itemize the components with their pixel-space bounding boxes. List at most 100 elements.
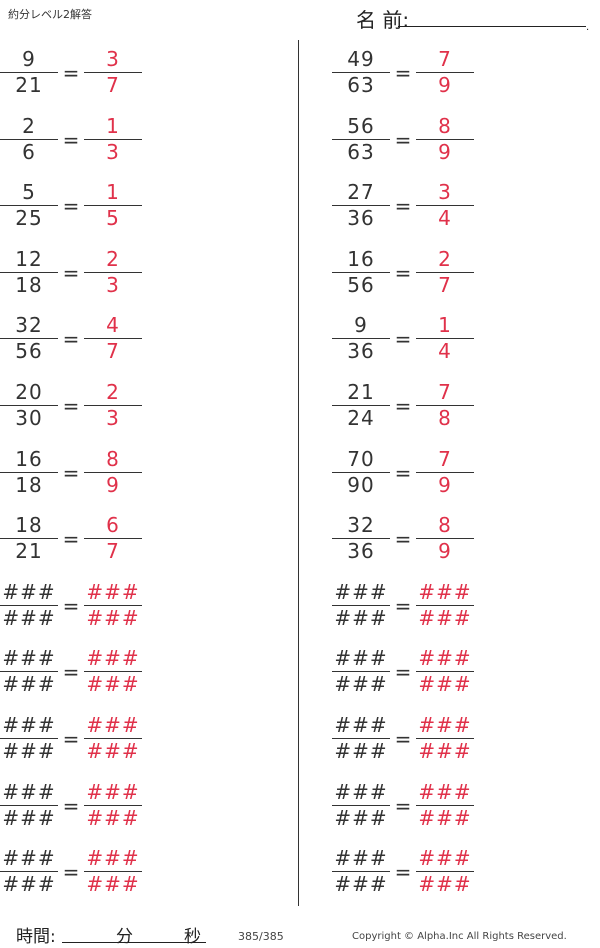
fraction-problem: ######=###### (332, 581, 482, 631)
question-numerator: 20 (15, 380, 43, 404)
name-field-line[interactable] (398, 26, 586, 27)
answer-numerator: 3 (438, 180, 452, 204)
fraction-bar (0, 605, 58, 606)
fraction-bar (0, 738, 58, 739)
question-fraction: ###### (0, 847, 58, 897)
equals-sign: = (62, 660, 80, 684)
fraction-bar (416, 738, 474, 739)
question-denominator: 24 (347, 406, 375, 430)
answer-fraction: ###### (84, 847, 142, 897)
fraction-bar (332, 205, 390, 206)
seconds-label: 秒 (184, 927, 201, 947)
fraction-bar (84, 605, 142, 606)
equals-sign: = (394, 660, 412, 684)
fraction-bar (332, 405, 390, 406)
equals-sign: = (62, 594, 80, 618)
fraction-bar (84, 671, 142, 672)
question-numerator: 18 (15, 513, 43, 537)
time-label: 時間: (16, 927, 56, 947)
answer-fraction: ###### (84, 714, 142, 764)
answer-fraction: ###### (84, 581, 142, 631)
question-denominator: 21 (15, 73, 43, 97)
question-denominator: 90 (347, 473, 375, 497)
answer-numerator: 8 (106, 447, 120, 471)
equals-sign: = (394, 794, 412, 818)
equals-sign: = (62, 860, 80, 884)
question-denominator: 56 (347, 273, 375, 297)
answer-numerator: ### (86, 780, 140, 804)
fraction-bar (416, 472, 474, 473)
answer-denominator: 3 (106, 406, 120, 430)
answer-denominator: ### (418, 672, 472, 696)
question-numerator: ### (2, 780, 56, 804)
question-denominator: 30 (15, 406, 43, 430)
answer-denominator: 4 (438, 339, 452, 363)
fraction-bar (416, 72, 474, 73)
fraction-bar (416, 405, 474, 406)
answer-fraction: ###### (416, 781, 474, 831)
fraction-bar (332, 671, 390, 672)
fraction-bar (332, 139, 390, 140)
fraction-bar (0, 272, 58, 273)
answer-denominator: ### (86, 672, 140, 696)
answer-numerator: 2 (106, 380, 120, 404)
answer-fraction: ###### (416, 714, 474, 764)
question-denominator: 36 (347, 539, 375, 563)
answer-numerator: ### (418, 580, 472, 604)
fraction-bar (332, 538, 390, 539)
question-denominator: 56 (15, 339, 43, 363)
fraction-bar (0, 538, 58, 539)
answer-denominator: ### (86, 739, 140, 763)
equals-sign: = (394, 860, 412, 884)
fraction-bar (84, 139, 142, 140)
fraction-bar (84, 871, 142, 872)
answer-numerator: 8 (438, 114, 452, 138)
equals-sign: = (62, 527, 80, 551)
question-numerator: ### (2, 846, 56, 870)
equals-sign: = (394, 61, 412, 85)
fraction-bar (416, 605, 474, 606)
answer-denominator: 7 (106, 539, 120, 563)
fraction-problem: ######=###### (332, 714, 482, 764)
fraction-bar (84, 538, 142, 539)
answer-denominator: 3 (106, 273, 120, 297)
question-denominator: ### (334, 739, 388, 763)
fraction-problem: ######=###### (332, 781, 482, 831)
question-denominator: ### (334, 672, 388, 696)
question-fraction: ###### (332, 581, 390, 631)
equals-sign: = (394, 594, 412, 618)
fraction-bar (416, 205, 474, 206)
fraction-bar (0, 205, 58, 206)
question-numerator: 70 (347, 447, 375, 471)
fraction-bar (84, 805, 142, 806)
answer-numerator: 1 (438, 313, 452, 337)
question-numerator: 32 (15, 313, 43, 337)
fraction-bar (416, 538, 474, 539)
answer-numerator: 2 (106, 247, 120, 271)
question-numerator: ### (334, 780, 388, 804)
answer-fraction: ###### (416, 847, 474, 897)
question-numerator: ### (2, 646, 56, 670)
time-field-line[interactable] (62, 942, 206, 943)
equals-sign: = (62, 261, 80, 285)
fraction-bar (332, 805, 390, 806)
question-numerator: 49 (347, 47, 375, 71)
equals-sign: = (394, 327, 412, 351)
fraction-bar (0, 805, 58, 806)
